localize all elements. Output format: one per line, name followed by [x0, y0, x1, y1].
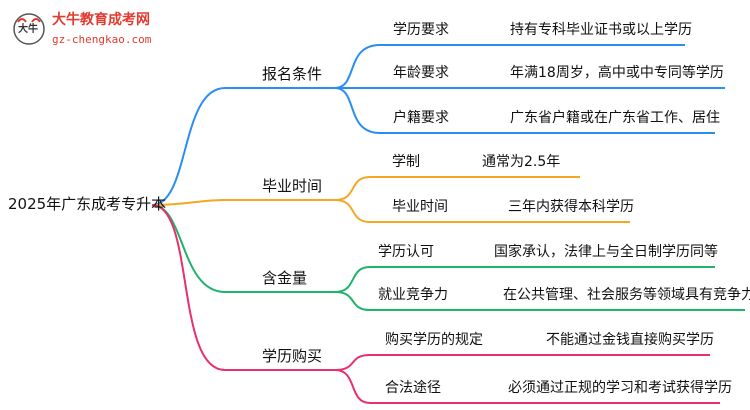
bull-logo-icon — [13, 13, 45, 45]
connector-b3-c1 — [334, 266, 715, 293]
logo-url: gz-chengkao.com — [52, 33, 152, 46]
leaf-label: 户籍要求 — [393, 110, 449, 126]
root-node: 2025年广东成考专升本 — [8, 195, 167, 213]
connector-root-branch4 — [151, 204, 335, 371]
leaf-label: 学制 — [392, 154, 420, 170]
leaf-label: 年龄要求 — [393, 65, 449, 81]
leaf-value: 不能通过金钱直接购买学历 — [546, 332, 714, 348]
connector-root-branch1 — [151, 87, 335, 206]
connector-b1-c1 — [334, 44, 685, 89]
connector-b1-c3 — [334, 87, 715, 134]
leaf-label: 就业竞争力 — [378, 287, 448, 303]
connector-b2-c1 — [334, 176, 580, 201]
leaf-label: 合法途径 — [385, 380, 441, 396]
branch-graduation-time: 毕业时间 — [262, 177, 323, 195]
logo-mark-text: 大牛 — [18, 24, 38, 35]
leaf-value: 通常为2.5年 — [482, 154, 561, 170]
connector-b3-c2 — [334, 291, 745, 311]
connector-root-branch2 — [151, 199, 335, 206]
leaf-value: 年满18周岁，高中或中专同等学历 — [510, 65, 724, 81]
connector-b2-c2 — [334, 199, 630, 223]
leaf-label: 学历认可 — [378, 244, 434, 260]
site-logo: 大牛 大牛教育成考网 gz-chengkao.com — [8, 8, 178, 53]
leaf-label: 学历要求 — [393, 22, 449, 38]
connector-b4-c1 — [334, 354, 710, 371]
leaf-value: 国家承认，法律上与全日制学历同等 — [494, 244, 718, 260]
logo-title: 大牛教育成考网 — [52, 12, 150, 28]
branch-credential-value: 含金量 — [262, 269, 308, 287]
leaf-label: 毕业时间 — [392, 199, 448, 215]
leaf-value: 在公共管理、社会服务等领域具有竞争力 — [503, 287, 750, 303]
branch-registration-conditions: 报名条件 — [262, 65, 323, 83]
leaf-value: 必须通过正规的学习和考试获得学历 — [508, 380, 732, 396]
leaf-value: 三年内获得本科学历 — [508, 199, 634, 215]
leaf-label: 购买学历的规定 — [385, 332, 483, 348]
leaf-value: 持有专科毕业证书或以上学历 — [510, 22, 692, 38]
leaf-value: 广东省户籍或在广东省工作、居住 — [510, 110, 720, 126]
branch-degree-purchase: 学历购买 — [262, 347, 323, 365]
connector-b4-c2 — [334, 369, 720, 404]
